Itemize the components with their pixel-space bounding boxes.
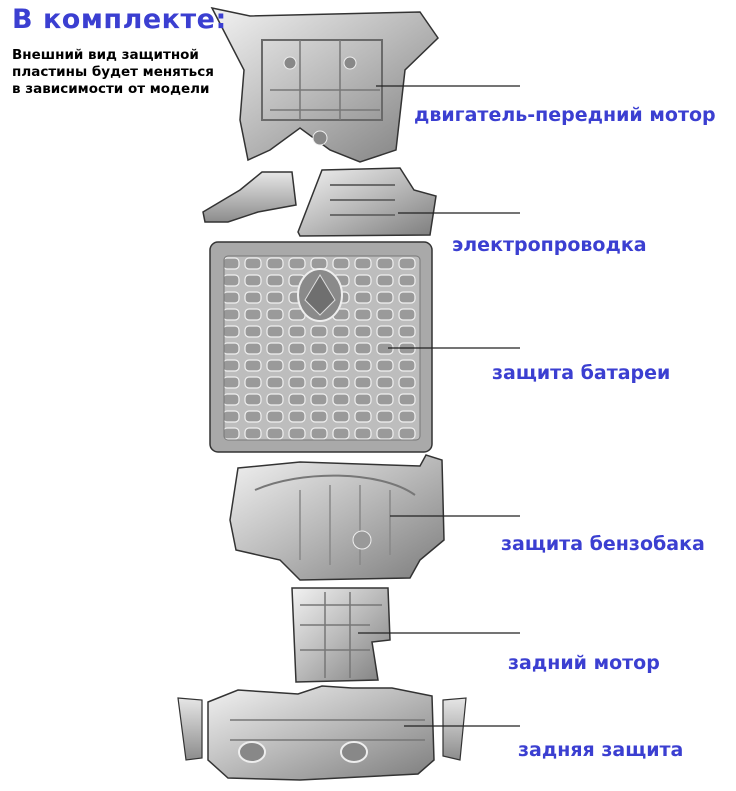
appearance-note: Внешний вид защитной пластины будет меня… xyxy=(12,47,232,98)
rear-protection-plate xyxy=(177,685,467,781)
label-rear-motor: задний мотор xyxy=(508,652,660,674)
battery-plate xyxy=(209,241,433,453)
wiring-plates xyxy=(202,167,437,237)
label-wiring: электропроводка xyxy=(452,234,647,256)
rear-motor-plate xyxy=(291,587,391,683)
note-line: Внешний вид защитной xyxy=(12,47,199,63)
label-battery-protection: защита батареи xyxy=(492,362,671,384)
leader-lines xyxy=(358,85,520,727)
label-front-engine: двигатель-передний мотор xyxy=(414,104,716,126)
note-line: в зависимости от модели xyxy=(12,81,210,97)
heading: В комплекте: xyxy=(12,4,227,35)
front-engine-plate xyxy=(210,6,439,163)
label-rear-protection: задняя защита xyxy=(518,739,684,761)
label-fuel-tank-protection: защита бензобака xyxy=(501,533,705,555)
note-line: пластины будет меняться xyxy=(12,64,214,80)
fuel-tank-plate xyxy=(229,454,445,581)
